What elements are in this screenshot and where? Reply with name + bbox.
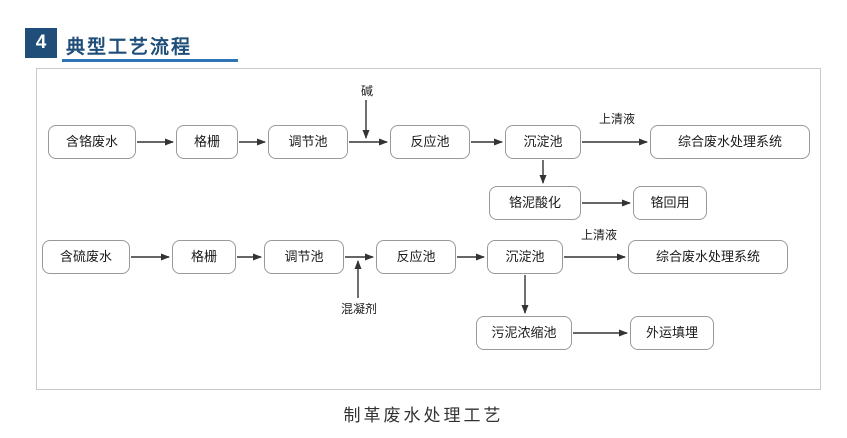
node-reaction-tank-1: 反应池	[390, 125, 470, 159]
node-screen-2: 格栅	[172, 240, 236, 274]
node-regulating-tank-2: 调节池	[264, 240, 344, 274]
label-supernatant-2: 上清液	[580, 228, 617, 242]
section-title: 典型工艺流程	[66, 37, 193, 58]
node-sludge-thickening-tank: 污泥浓缩池	[476, 316, 572, 350]
node-sedimentation-tank-2: 沉淀池	[487, 240, 563, 274]
label-supernatant-1: 上清液	[598, 112, 635, 126]
label-alkali: 碱	[360, 84, 373, 98]
node-chrome-sludge-acidification: 铬泥酸化	[489, 186, 581, 220]
diagram-caption: 制革废水处理工艺	[343, 406, 504, 425]
node-reaction-tank-2: 反应池	[376, 240, 456, 274]
node-landfill: 外运填埋	[630, 316, 714, 350]
section-number: 4	[25, 28, 57, 58]
node-screen-1: 格栅	[176, 125, 238, 159]
label-coagulant: 混凝剂	[340, 302, 377, 316]
node-regulating-tank-1: 调节池	[268, 125, 348, 159]
node-sulfur-wastewater: 含硫废水	[42, 240, 130, 274]
title-underline	[62, 59, 238, 62]
node-chrome-wastewater: 含铬废水	[48, 125, 136, 159]
node-chrome-reuse: 铬回用	[633, 186, 707, 220]
node-sedimentation-tank-1: 沉淀池	[505, 125, 581, 159]
node-combined-treatment-system-1: 综合废水处理系统	[650, 125, 810, 159]
node-combined-treatment-system-2: 综合废水处理系统	[628, 240, 788, 274]
